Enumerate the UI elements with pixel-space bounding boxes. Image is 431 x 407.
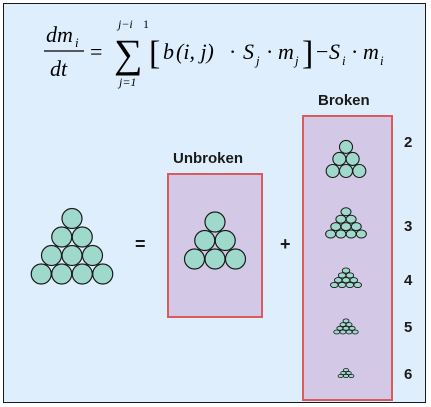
particle-circle xyxy=(215,231,235,251)
particle-circle xyxy=(341,208,351,216)
pyramid-unbroken xyxy=(185,212,246,269)
pyramid-broken-4 xyxy=(331,268,362,288)
diagram-panel: dm i dt = j−i 1 ∑ j=1 [ b (i, j) · S j ·… xyxy=(3,3,426,403)
particle-circle xyxy=(226,249,246,269)
particle-circle xyxy=(354,282,362,287)
particle-circle xyxy=(346,282,354,287)
particle-circle xyxy=(31,264,51,284)
particle-circle xyxy=(52,227,72,247)
particle-circle xyxy=(346,330,352,334)
pyramid-broken-5 xyxy=(334,319,358,334)
particle-circle xyxy=(356,230,366,238)
particle-circle xyxy=(331,223,341,231)
particle-circle xyxy=(333,152,346,165)
pyramid-size-10 xyxy=(31,209,113,285)
particle-circle xyxy=(346,215,356,223)
particle-circle xyxy=(326,165,339,178)
particle-circle xyxy=(342,278,350,283)
particle-circle xyxy=(338,374,343,377)
particle-circle xyxy=(349,374,354,377)
particle-circle xyxy=(195,231,215,251)
particle-circle xyxy=(338,273,346,278)
particle-clusters xyxy=(4,4,427,404)
particle-circle xyxy=(62,246,82,266)
pyramid-broken-2 xyxy=(326,140,366,177)
particle-circle xyxy=(334,278,342,283)
particle-circle xyxy=(331,282,339,287)
particle-circle xyxy=(342,268,350,273)
particle-circle xyxy=(340,140,353,153)
particle-circle xyxy=(346,152,359,165)
particle-circle xyxy=(52,264,72,284)
particle-circle xyxy=(326,230,336,238)
particle-circle xyxy=(341,223,351,231)
particle-circle xyxy=(336,230,346,238)
particle-circle xyxy=(205,249,225,269)
particle-circle xyxy=(205,212,225,232)
particle-circle xyxy=(343,374,348,377)
particle-circle xyxy=(351,223,361,231)
particle-circle xyxy=(62,209,82,229)
particle-circle xyxy=(185,249,205,269)
particle-circle xyxy=(352,330,358,334)
particle-circle xyxy=(340,330,346,334)
particle-circle xyxy=(93,264,113,284)
particle-circle xyxy=(72,227,92,247)
particle-circle xyxy=(338,282,346,287)
particle-circle xyxy=(72,264,92,284)
pyramid-broken-6 xyxy=(338,368,354,377)
particle-circle xyxy=(350,278,358,283)
particle-circle xyxy=(336,215,346,223)
particle-circle xyxy=(83,246,103,266)
particle-circle xyxy=(346,273,354,278)
pyramid-broken-3 xyxy=(326,208,367,238)
particle-circle xyxy=(346,230,356,238)
particle-circle xyxy=(42,246,62,266)
particle-circle xyxy=(353,165,366,178)
particle-circle xyxy=(334,330,340,334)
particle-circle xyxy=(340,165,353,178)
